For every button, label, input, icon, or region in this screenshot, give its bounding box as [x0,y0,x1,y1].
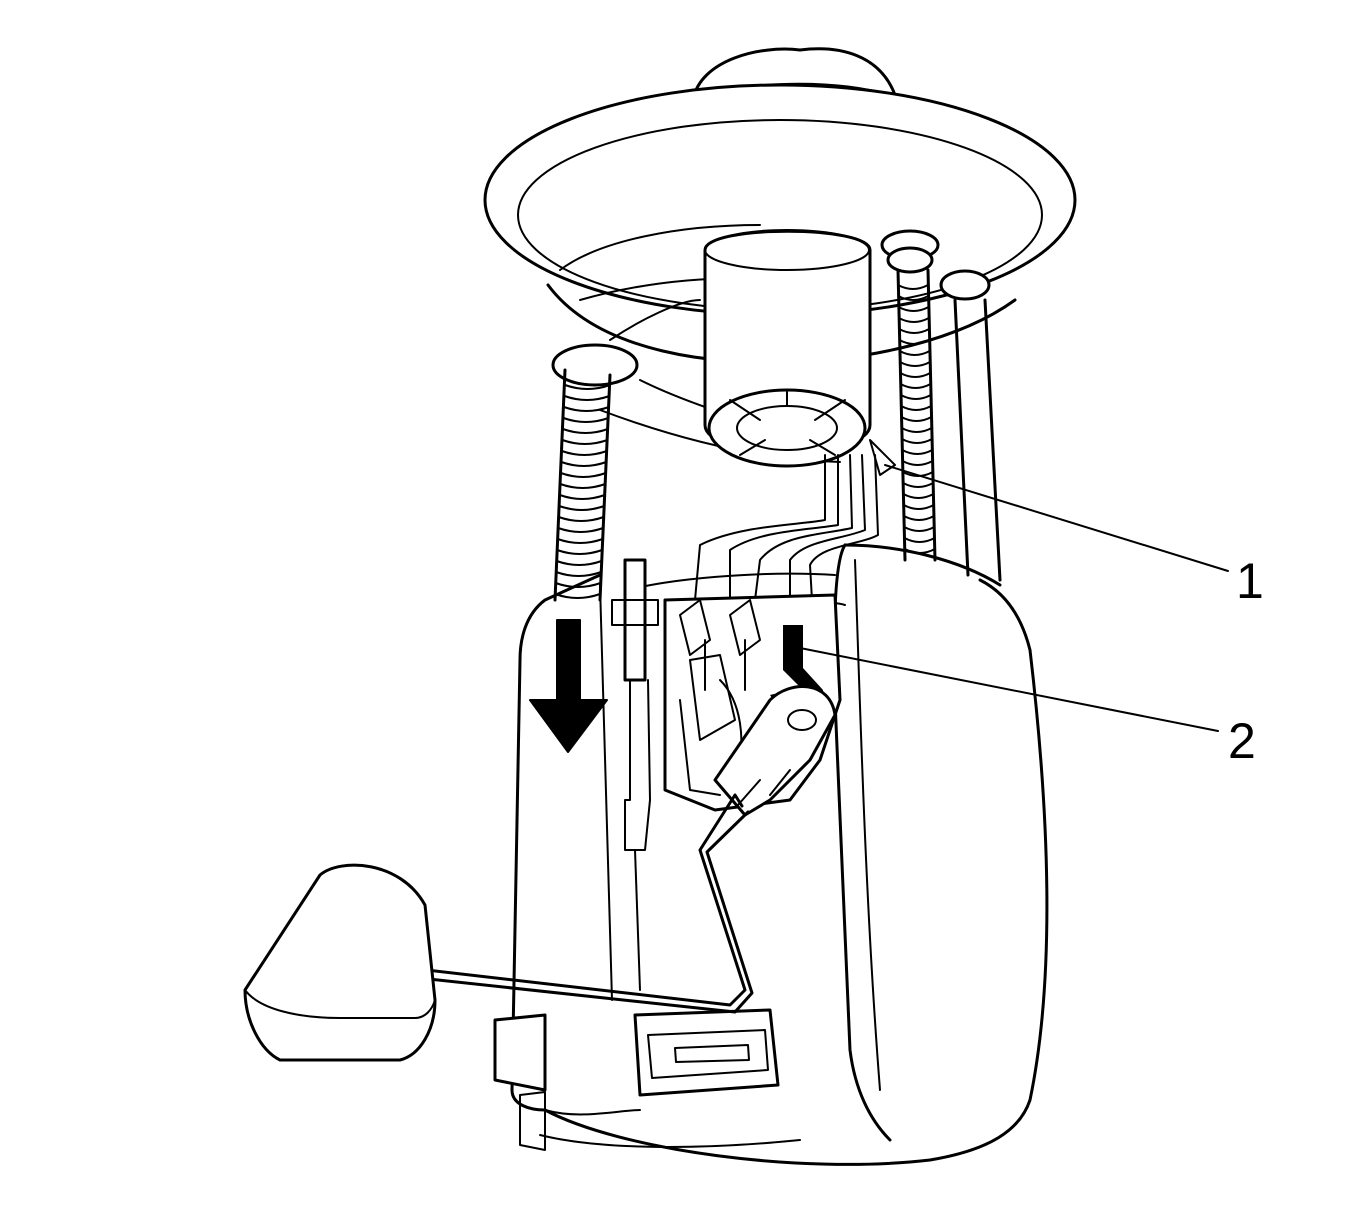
arrow-down-icon [529,619,608,753]
fuel-line-clip [611,558,659,991]
float-sender-arm [338,685,837,1014]
callout-2-number: 2 [1228,713,1256,769]
callout-1-number: 1 [1236,553,1264,609]
straight-fuel-tube [939,269,1002,582]
fuel-level-float [243,863,437,1062]
bottom-connector-block [519,1008,780,1151]
fuel-filter-canister [703,229,872,468]
left-corrugated-hose [551,343,639,602]
callout-2-leader [799,647,1219,732]
callout-1-leader [884,464,1229,572]
wiring-harness [694,439,896,601]
